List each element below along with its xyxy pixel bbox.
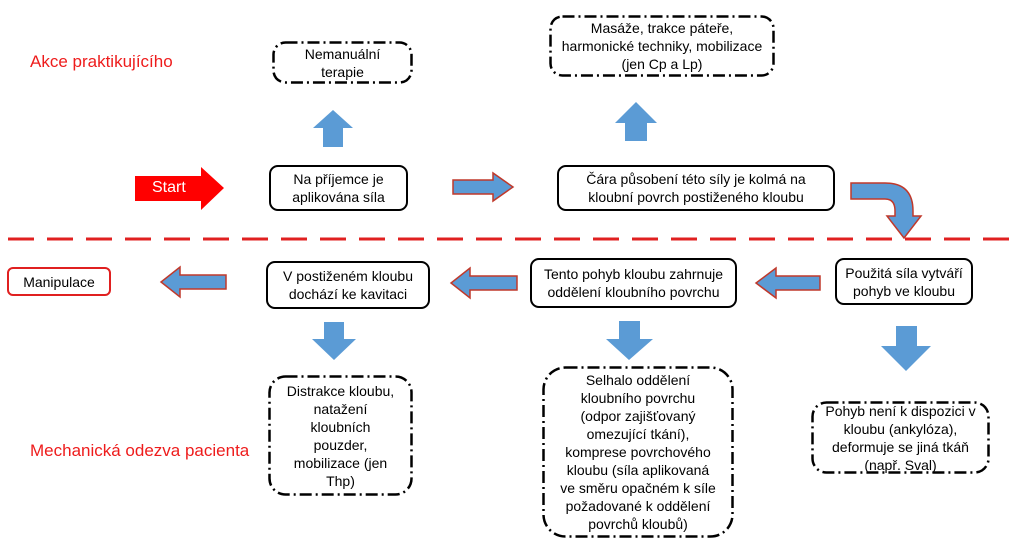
arrow-down-cavitation bbox=[312, 322, 356, 360]
box-force-applied-text: Na příjemce je aplikována síla bbox=[292, 171, 385, 205]
start-label: Start bbox=[152, 179, 186, 196]
box-nonmanual-therapy: Nemanuální terapie bbox=[272, 41, 413, 84]
start-arrow bbox=[135, 167, 224, 210]
box-cavitation-text: V postiženém kloubu dochází ke kavitaci bbox=[283, 268, 413, 302]
box-failed-text: Selhalo oddělení kloubního povrchu (odpo… bbox=[560, 372, 716, 532]
arrow-down-movement bbox=[881, 326, 931, 371]
box-ankylosis: Pohyb není k dispozici v kloubu (ankylóz… bbox=[811, 401, 990, 474]
box-joint-movement: Použitá síla vytváří pohyb ve kloubu bbox=[835, 258, 973, 305]
box-separation-text: Tento pohyb kloubu zahrnuje oddělení klo… bbox=[543, 266, 724, 300]
box-ankylosis-text: Pohyb není k dispozici v kloubu (ankylóz… bbox=[825, 402, 976, 473]
box-nonmanual-text: Nemanuální terapie bbox=[304, 45, 381, 80]
box-force-line: Čára působení této síly je kolmá na klou… bbox=[557, 165, 835, 211]
arrow-down-separation bbox=[606, 321, 653, 360]
box-distraction-text: Distrakce kloubu, natažení kloubních pou… bbox=[286, 382, 395, 489]
label-patient-response: Mechanická odezva pacienta bbox=[30, 441, 250, 460]
curved-arrow-down bbox=[850, 182, 923, 240]
box-cavitation: V postiženém kloubu dochází ke kavitaci bbox=[266, 261, 430, 309]
box-force-applied: Na příjemce je aplikována síla bbox=[269, 165, 408, 211]
box-manipulation: Manipulace bbox=[7, 267, 111, 296]
box-distraction: Distrakce kloubu, natažení kloubních pou… bbox=[268, 375, 413, 496]
box-failed-separation: Selhalo oddělení kloubního povrchu (odpo… bbox=[542, 366, 734, 538]
arrow-left-3 bbox=[159, 265, 227, 299]
arrow-left-2 bbox=[449, 266, 518, 300]
arrow-right-top bbox=[452, 171, 515, 203]
arrow-left-1 bbox=[754, 266, 821, 300]
box-manipulation-text: Manipulace bbox=[23, 273, 95, 290]
box-movement-text: Použitá síla vytváří pohyb ve kloubu bbox=[845, 264, 963, 299]
arrow-up-nonmanual bbox=[313, 110, 353, 147]
arrow-up-massage bbox=[615, 102, 657, 141]
box-force-line-text: Čára působení této síly je kolmá na klou… bbox=[586, 171, 806, 205]
box-massage-traction: Masáže, trakce páteře, harmonické techni… bbox=[549, 15, 775, 77]
box-joint-separation: Tento pohyb kloubu zahrnuje oddělení klo… bbox=[530, 258, 737, 308]
box-massage-text: Masáže, trakce páteře, harmonické techni… bbox=[561, 20, 763, 72]
label-practitioner-actions: Akce praktikujícího bbox=[30, 52, 173, 71]
